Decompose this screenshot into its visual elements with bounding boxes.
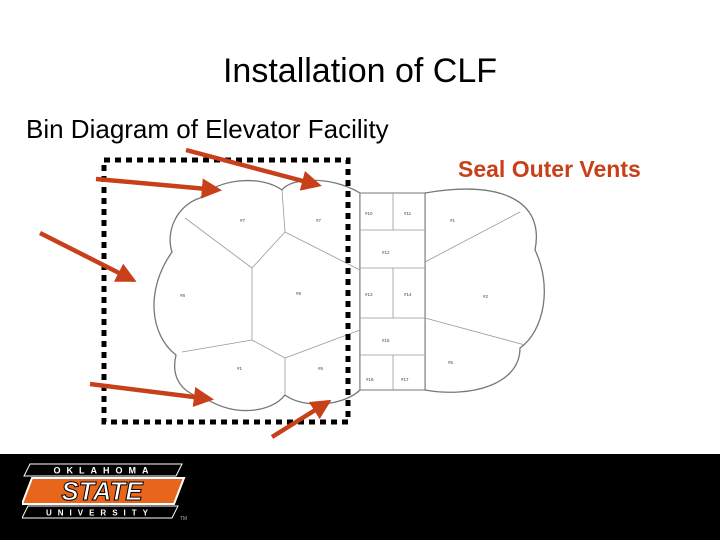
logo-trademark: TM <box>180 516 187 522</box>
bin-label: #8 <box>180 293 186 298</box>
west-bin-outline <box>153 179 361 412</box>
logo-main-text: STATE <box>61 476 143 506</box>
arrow <box>185 147 322 191</box>
bin-label: #8 <box>296 291 302 296</box>
bin-label: #11 <box>404 211 412 216</box>
bin-label: #10 <box>365 211 373 216</box>
bin-label: #7 <box>316 218 322 223</box>
diagram-subtitle: Bin Diagram of Elevator Facility <box>26 114 389 144</box>
arrow <box>270 399 332 439</box>
bin-label: #15 <box>382 338 390 343</box>
bin-label: #7 <box>240 218 246 223</box>
bin-label: #6 <box>318 366 324 371</box>
center-bins-block <box>359 192 426 391</box>
bin-label: #1 <box>237 366 243 371</box>
vent-arrows <box>38 147 332 439</box>
slide-title: Installation of CLF <box>222 52 498 90</box>
bin-label: #1 <box>450 218 456 223</box>
bin-diagram: #7 #7 #8 #8 #1 #6 #10 #11 #12 #13 #14 #1… <box>38 147 545 439</box>
seal-vents-callout: Seal Outer Vents <box>458 156 641 182</box>
bin-label: #5 <box>448 360 454 365</box>
center-partitions <box>360 193 425 390</box>
bin-label: #13 <box>365 292 373 297</box>
logo-top-text: OKLAHOMA <box>54 466 155 476</box>
west-partitions <box>181 189 361 395</box>
bin-label: #17 <box>401 377 409 382</box>
arrow <box>89 381 215 408</box>
logo-bottom-text: UNIVERSITY <box>46 509 154 518</box>
arrow <box>95 176 223 199</box>
bin-labels: #7 #7 #8 #8 #1 #6 #10 #11 #12 #13 #14 #1… <box>180 211 489 382</box>
arrow <box>38 230 137 283</box>
east-partitions <box>424 211 526 346</box>
bin-label: #14 <box>404 292 412 297</box>
bin-label: #12 <box>382 250 390 255</box>
bin-label: #16 <box>366 377 374 382</box>
osu-logo: OKLAHOMA STATE UNIVERSITY TM <box>22 463 187 522</box>
bin-label: #2 <box>483 294 489 299</box>
east-bin-outline <box>424 188 545 393</box>
